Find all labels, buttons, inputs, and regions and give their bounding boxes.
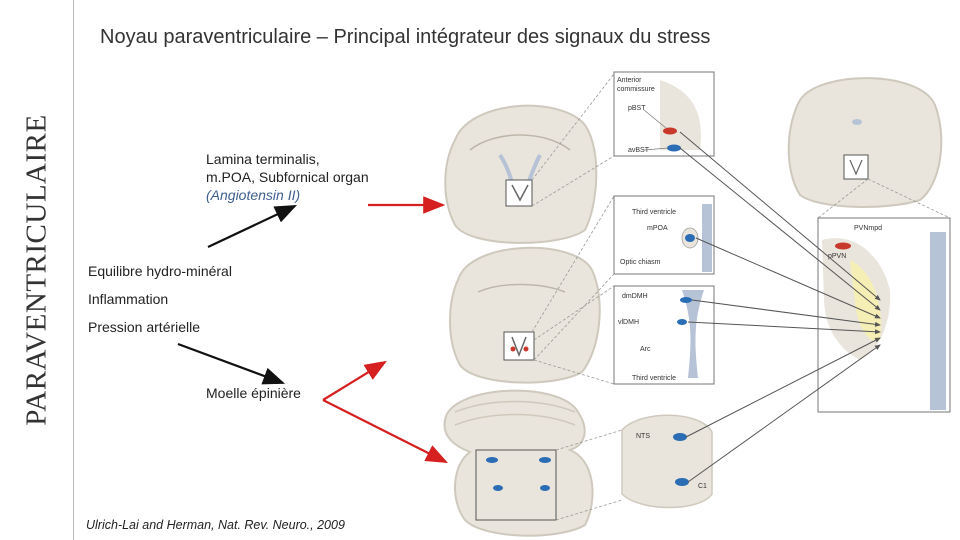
citation: Ulrich-Lai and Herman, Nat. Rev. Neuro.,… bbox=[86, 518, 345, 532]
red-arrows bbox=[323, 205, 446, 462]
label-mpoa: mPOA bbox=[647, 225, 668, 232]
inset-bst: Anterior commissure pBST avBST bbox=[614, 72, 714, 156]
inset-brainstem: NTS C1 bbox=[622, 415, 712, 507]
label-commissure: commissure bbox=[617, 86, 655, 93]
brain-section-hypothalamus bbox=[450, 248, 600, 383]
label-optic-chiasm: Optic chiasm bbox=[620, 259, 661, 266]
arrow-spinal-to-brainstem bbox=[323, 400, 446, 462]
hydro-text: Equilibre hydro-minéral bbox=[88, 263, 232, 279]
mpoa-nucleus bbox=[685, 234, 695, 242]
inflammation-text: Inflammation bbox=[88, 291, 168, 307]
nts-nucleus bbox=[673, 433, 687, 441]
brain-section-brainstem bbox=[444, 391, 592, 536]
spinal-text: Moelle épinière bbox=[206, 385, 301, 401]
lamina-text-line3: (Angiotensin II) bbox=[206, 187, 300, 203]
label-third-ventricle-2: Third ventricle bbox=[632, 375, 676, 382]
label-vldmh: vlDMH bbox=[618, 319, 639, 326]
label-anterior: Anterior bbox=[617, 77, 642, 84]
label-arc: Arc bbox=[640, 346, 651, 353]
brain-section-pvn: PVNmpd pPVN bbox=[789, 78, 950, 412]
ppvn-nucleus bbox=[835, 243, 851, 250]
arrow-pressure-to-spinal bbox=[178, 344, 283, 383]
lamina-text-line2: m.POA, Subfornical organ bbox=[206, 169, 369, 185]
label-pbst: pBST bbox=[628, 105, 646, 112]
avbst-nucleus bbox=[667, 145, 681, 152]
dmdmh-nucleus bbox=[680, 297, 692, 303]
label-nts: NTS bbox=[636, 433, 650, 440]
arrow-hydro-to-lamina bbox=[208, 206, 295, 247]
c1-nucleus bbox=[675, 478, 689, 486]
label-pvnmpd: PVNmpd bbox=[854, 225, 882, 232]
label-avbst: avBST bbox=[628, 147, 650, 154]
inset-mpoa: Third ventricle mPOA Optic chiasm bbox=[614, 196, 714, 274]
black-arrows bbox=[178, 206, 295, 383]
label-third-ventricle: Third ventricle bbox=[632, 209, 676, 216]
pressure-text: Pression artérielle bbox=[88, 319, 200, 335]
pbst-nucleus bbox=[663, 128, 677, 135]
arrow-spinal-to-hypothalamus bbox=[323, 362, 385, 400]
vldmh-nucleus bbox=[677, 319, 687, 325]
label-c1: C1 bbox=[698, 483, 707, 490]
label-dmdmh: dmDMH bbox=[622, 293, 648, 300]
lamina-text-line1: Lamina terminalis, bbox=[206, 151, 320, 167]
